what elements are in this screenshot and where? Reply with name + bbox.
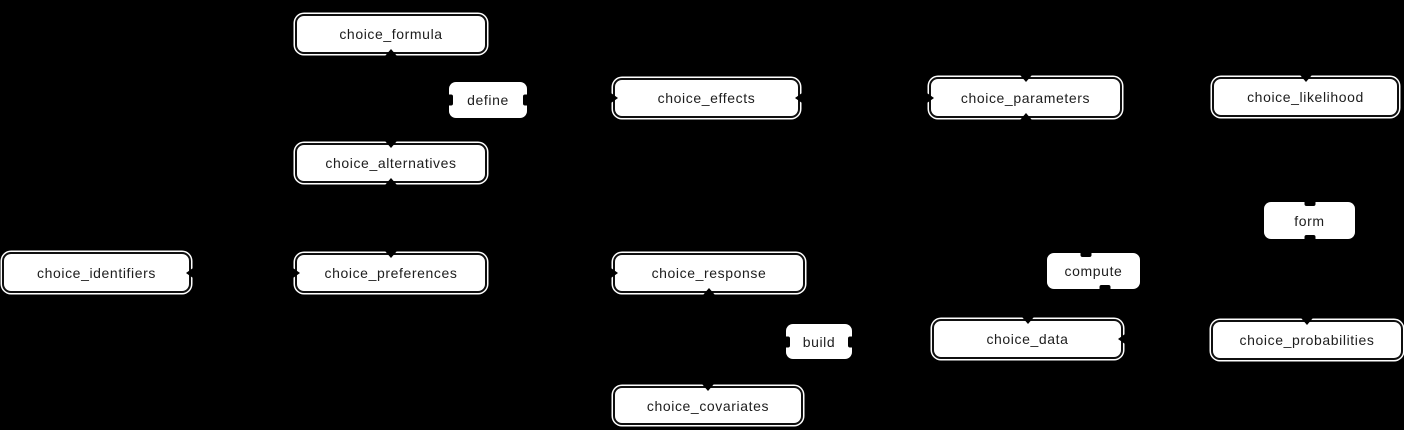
edge-notch: [702, 384, 714, 391]
edge-notch: [523, 94, 529, 106]
node-label-text-choice_parameters: choice_parameters: [960, 89, 1091, 106]
node-label-text-choice_preferences: choice_preferences: [324, 265, 458, 281]
edge-notch: [385, 141, 397, 148]
edge-notch: [611, 268, 618, 278]
edge-notch: [385, 49, 397, 56]
edge-label-text-compute: compute: [1064, 263, 1123, 279]
node-label-text-choice_alternatives: choice_alternatives: [325, 155, 457, 171]
edge-notch: [1021, 317, 1034, 324]
node-label-text-choice_data: choice_data: [986, 331, 1069, 347]
edge-notch: [1080, 251, 1092, 257]
edge-notch: [1019, 113, 1032, 120]
edge-notch: [1304, 200, 1315, 206]
edge-notch: [848, 336, 854, 347]
node-choice_parameters: choice_parameters: [927, 75, 1122, 120]
edge-notch: [611, 93, 618, 103]
node-choice_effects: choice_effects: [611, 78, 802, 118]
edge-label-build: build: [784, 324, 854, 359]
edge-label-text-define: define: [467, 92, 509, 108]
edge-notch: [795, 93, 802, 103]
edge-label-form: form: [1264, 200, 1355, 241]
edge-notch: [447, 94, 453, 106]
edge-notch: [1118, 334, 1125, 344]
node-choice_alternatives: choice_alternatives: [295, 141, 487, 185]
edge-notch: [1099, 285, 1111, 291]
edge-notch: [927, 92, 934, 103]
node-choice_probabilities: choice_probabilities: [1211, 318, 1403, 360]
edge-label-text-build: build: [802, 333, 836, 350]
node-label-text-choice_response: choice_response: [651, 265, 767, 281]
edge-notch: [1304, 235, 1315, 241]
edge-notch: [784, 336, 790, 347]
edge-notch: [703, 288, 715, 295]
edge-notch: [186, 267, 193, 278]
node-choice_response: choice_response: [611, 253, 805, 295]
edge-notch: [385, 178, 397, 185]
edge-label-compute: compute: [1047, 251, 1140, 291]
node-label-text-choice_probabilities: choice_probabilities: [1239, 332, 1375, 348]
node-label-text-choice_effects: choice_effects: [657, 90, 756, 106]
node-label-text-choice_likelihood: choice_likelihood: [1247, 89, 1364, 105]
edge-label-text-form: form: [1294, 212, 1325, 229]
node-choice_identifiers: choice_identifiers: [2, 252, 193, 293]
node-choice_data: choice_data: [932, 317, 1125, 359]
edge-label-define: define: [447, 82, 529, 118]
node-label-text-choice_identifiers: choice_identifiers: [37, 264, 156, 281]
edge-notch: [1301, 318, 1313, 325]
node-label-text-choice_formula: choice_formula: [339, 26, 443, 42]
node-choice_covariates: choice_covariates: [613, 384, 803, 425]
node-choice_formula: choice_formula: [295, 14, 487, 56]
node-choice_preferences: choice_preferences: [293, 251, 487, 293]
node-label-text-choice_covariates: choice_covariates: [646, 397, 770, 414]
edge-notch: [385, 251, 397, 258]
edge-notch: [1299, 75, 1312, 82]
edge-notch: [293, 268, 300, 278]
node-choice_likelihood: choice_likelihood: [1212, 75, 1399, 117]
edge-notch: [1019, 75, 1032, 82]
